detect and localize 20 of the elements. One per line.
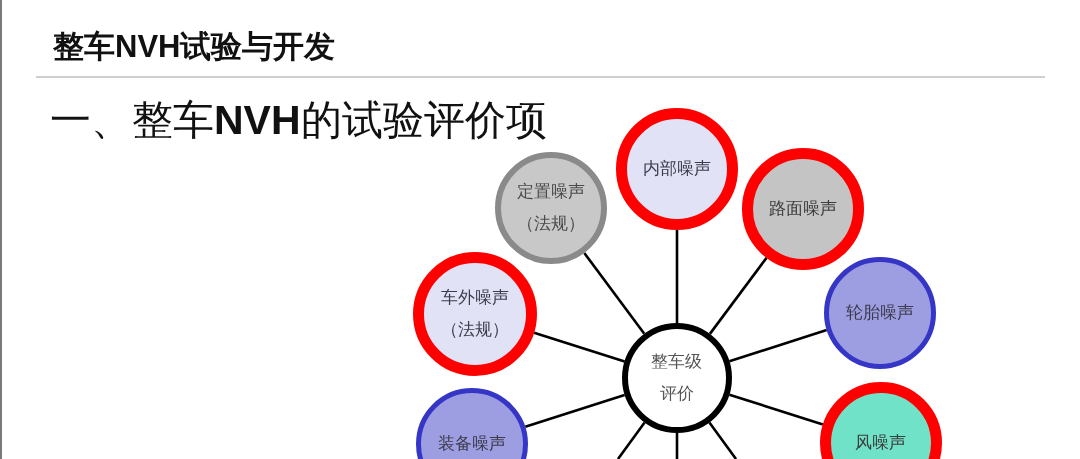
connector-line <box>616 421 646 459</box>
category-circle: 装备噪声 <box>416 388 528 459</box>
slide-title: 整车NVH试验与开发 <box>53 30 336 64</box>
connector-line <box>524 393 625 429</box>
category-circle: 内部噪声 <box>616 108 738 230</box>
category-circle: 路面噪声 <box>742 148 864 270</box>
section-heading: 一、整车NVH的试验评价项 <box>50 98 547 143</box>
connector-line <box>675 230 679 323</box>
connector-line <box>729 328 828 363</box>
connector-line <box>675 433 679 459</box>
connector-line <box>708 421 738 459</box>
category-circle: 定置噪声（法规） <box>495 152 607 264</box>
connector-line <box>533 331 625 363</box>
connector-line <box>583 252 646 335</box>
category-circle: 车外噪声（法规） <box>413 252 537 376</box>
connector-line <box>708 257 768 335</box>
connector-line <box>729 393 824 426</box>
category-circle: 风噪声 <box>820 382 942 459</box>
hub-circle: 整车级评价 <box>622 323 732 433</box>
category-circle: 轮胎噪声 <box>824 257 936 369</box>
